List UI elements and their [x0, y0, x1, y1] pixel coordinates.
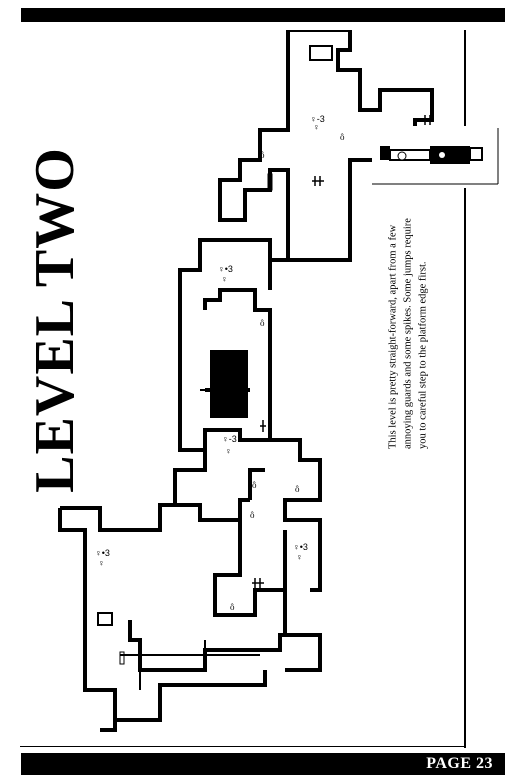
map-wall	[58, 508, 117, 732]
top-bar	[21, 8, 505, 22]
frame-bottom	[20, 746, 466, 747]
door-icon	[119, 173, 273, 665]
map-wall	[173, 450, 250, 522]
map-wall	[178, 238, 352, 280]
svg-text:♀: ♀	[221, 274, 228, 284]
svg-text:♀•3: ♀•3	[293, 542, 308, 552]
svg-text:♀: ♀	[313, 122, 320, 132]
dark-chamber	[210, 350, 248, 418]
map-wall	[128, 620, 265, 672]
potion-icon: ô ô ô ô ô ô ô	[230, 132, 345, 612]
svg-text:♀-3: ♀-3	[310, 114, 325, 124]
svg-text:♀: ♀	[225, 446, 232, 456]
guard-icon: ♀-3♀ ♀•3♀ ♀-3♀ ♀•3♀ ♀•3♀	[95, 114, 325, 568]
svg-text:ô: ô	[252, 480, 257, 490]
page-number: PAGE 23	[426, 755, 493, 772]
sprite-figure-icon	[372, 126, 500, 188]
svg-text:♀-3: ♀-3	[222, 434, 237, 444]
level-description: This level is pretty straight-forward, a…	[387, 218, 429, 449]
svg-text:♀•3: ♀•3	[95, 548, 110, 558]
svg-text:♀: ♀	[296, 552, 303, 562]
map-wall	[270, 438, 322, 530]
door-icon	[97, 45, 333, 626]
gate-icon	[252, 115, 431, 588]
svg-text:♀: ♀	[98, 558, 105, 568]
map-wall	[248, 468, 265, 500]
svg-text:ô: ô	[230, 602, 235, 612]
svg-text:ô: ô	[260, 150, 265, 160]
bottom-bar: PAGE 23	[21, 753, 505, 775]
map-wall	[115, 670, 267, 722]
map-wall	[178, 280, 272, 452]
svg-text:ô: ô	[260, 318, 265, 328]
map-wall	[218, 30, 290, 230]
map-wall	[310, 530, 322, 592]
map-wall	[60, 503, 175, 532]
svg-text:♀•3: ♀•3	[218, 264, 233, 274]
frame-right	[464, 30, 466, 748]
svg-text:ô: ô	[340, 132, 345, 142]
map-wall	[285, 633, 322, 672]
map-wall	[213, 520, 287, 652]
svg-text:ô: ô	[295, 484, 300, 494]
sword-icon	[260, 420, 266, 432]
svg-text:ô: ô	[250, 510, 255, 520]
level-map: ô ô ô ô ô ô ô ♀-3♀ ♀•3♀ ♀-3♀ ♀•3♀ ♀•3♀	[58, 30, 434, 732]
